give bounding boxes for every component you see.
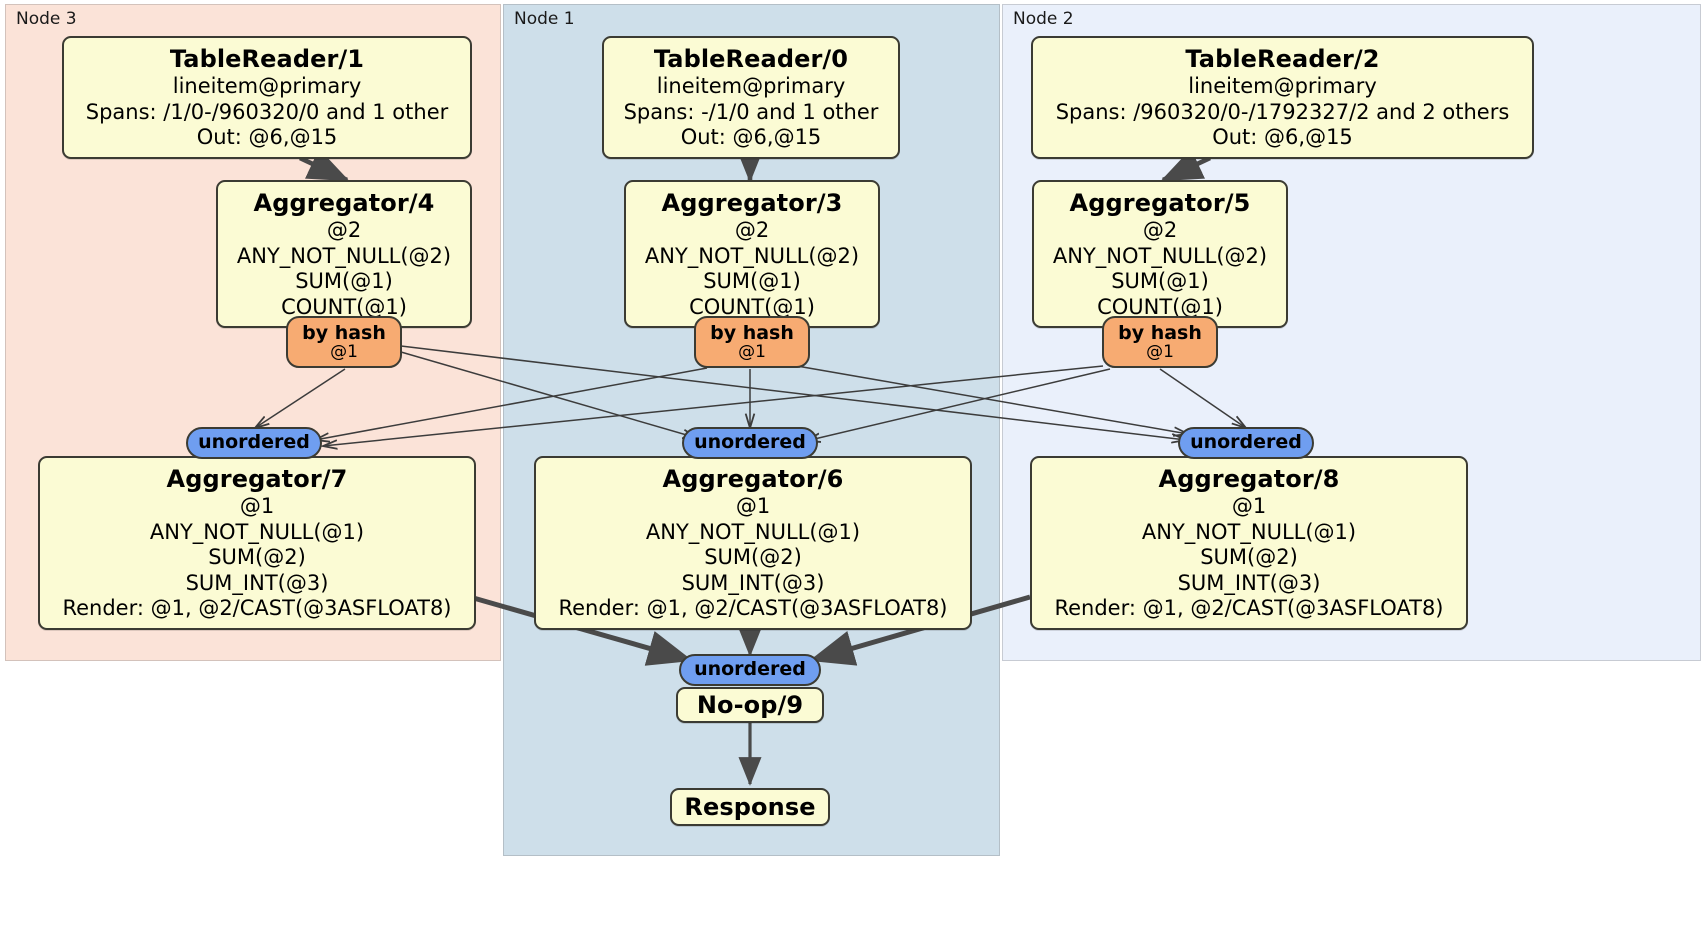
synchronizer-title: unordered bbox=[694, 431, 806, 454]
processor-detail-line: ANY_NOT_NULL(@2) bbox=[644, 243, 860, 268]
processor-table-reader-1[interactable]: TableReader/1 lineitem@primary Spans: /1… bbox=[62, 36, 472, 159]
router-title: by hash bbox=[710, 322, 794, 345]
processor-aggregator-5[interactable]: Aggregator/5 @2 ANY_NOT_NULL(@2) SUM(@1)… bbox=[1032, 180, 1288, 328]
processor-detail-line: COUNT(@1) bbox=[281, 294, 407, 319]
processor-detail-line: @1 bbox=[239, 494, 275, 518]
processor-title: Aggregator/8 bbox=[1158, 465, 1340, 493]
processor-detail-line: ANY_NOT_NULL(@2) bbox=[1052, 243, 1268, 268]
processor-detail-line: Render: @1, @2/CAST(@3ASFLOAT8) bbox=[62, 596, 452, 620]
processor-detail-line: @1 bbox=[1231, 494, 1267, 518]
processor-detail-line: SUM(@1) bbox=[295, 269, 393, 293]
router-by-hash-aggregator-5[interactable]: by hash @1 bbox=[1102, 316, 1218, 368]
processor-detail-line: ANY_NOT_NULL(@2) bbox=[236, 243, 452, 268]
processor-detail-line: lineitem@primary bbox=[656, 74, 846, 98]
processor-title: Aggregator/3 bbox=[661, 189, 843, 217]
processor-detail-line: SUM(@2) bbox=[208, 545, 306, 569]
processor-no-op-9[interactable]: No-op/9 bbox=[676, 687, 824, 723]
processor-detail-line: SUM_INT(@3) bbox=[1177, 570, 1321, 595]
router-subtitle: @1 bbox=[1146, 341, 1174, 362]
processor-detail-line: SUM(@1) bbox=[1111, 269, 1209, 293]
processor-title: TableReader/1 bbox=[169, 45, 365, 73]
processor-title: Aggregator/7 bbox=[166, 465, 348, 493]
processor-aggregator-6[interactable]: Aggregator/6 @1 ANY_NOT_NULL(@1) SUM(@2)… bbox=[534, 456, 972, 630]
processor-title: Response bbox=[684, 793, 816, 821]
processor-detail-line: @2 bbox=[734, 218, 770, 242]
synchronizer-unordered-final[interactable]: unordered bbox=[679, 654, 821, 686]
processor-detail-line: @2 bbox=[326, 218, 362, 242]
processor-detail-line: SUM(@2) bbox=[704, 545, 802, 569]
router-title: by hash bbox=[302, 322, 386, 345]
processor-detail-line: COUNT(@1) bbox=[689, 294, 815, 319]
processor-detail-line: Out: @6,@15 bbox=[680, 125, 822, 149]
synchronizer-title: unordered bbox=[198, 431, 310, 454]
processor-detail-line: ANY_NOT_NULL(@1) bbox=[645, 519, 861, 544]
processor-detail-line: lineitem@primary bbox=[1188, 74, 1377, 98]
processor-detail-line: SUM(@2) bbox=[1200, 545, 1298, 569]
processor-title: TableReader/0 bbox=[653, 45, 849, 73]
processor-table-reader-2[interactable]: TableReader/2 lineitem@primary Spans: /9… bbox=[1031, 36, 1534, 159]
processor-detail-line: Render: @1, @2/CAST(@3ASFLOAT8) bbox=[1054, 596, 1444, 620]
processor-aggregator-7[interactable]: Aggregator/7 @1 ANY_NOT_NULL(@1) SUM(@2)… bbox=[38, 456, 476, 630]
processor-title: Aggregator/5 bbox=[1069, 189, 1251, 217]
processor-detail-line: Spans: /1/0-/960320/0 and 1 other bbox=[85, 99, 449, 124]
node-label-node-3: Node 3 bbox=[16, 9, 77, 29]
processor-detail-line: ANY_NOT_NULL(@1) bbox=[149, 519, 365, 544]
synchronizer-unordered-aggregator-6[interactable]: unordered bbox=[682, 427, 818, 459]
processor-detail-line: SUM_INT(@3) bbox=[681, 570, 825, 595]
router-subtitle: @1 bbox=[738, 341, 766, 362]
processor-detail-line: COUNT(@1) bbox=[1097, 294, 1223, 319]
processor-title: TableReader/2 bbox=[1185, 45, 1380, 73]
processor-detail-line: Out: @6,@15 bbox=[196, 125, 338, 149]
synchronizer-unordered-aggregator-7[interactable]: unordered bbox=[186, 427, 322, 459]
synchronizer-title: unordered bbox=[1190, 431, 1302, 454]
synchronizer-title: unordered bbox=[694, 658, 806, 681]
processor-detail-line: Spans: -/1/0 and 1 other bbox=[623, 99, 879, 124]
processor-detail-line: SUM_INT(@3) bbox=[185, 570, 329, 595]
processor-title: No-op/9 bbox=[696, 691, 804, 719]
processor-detail-line: Out: @6,@15 bbox=[1212, 125, 1353, 149]
synchronizer-unordered-aggregator-8[interactable]: unordered bbox=[1178, 427, 1314, 459]
processor-response[interactable]: Response bbox=[670, 788, 830, 826]
processor-table-reader-0[interactable]: TableReader/0 lineitem@primary Spans: -/… bbox=[602, 36, 900, 159]
router-title: by hash bbox=[1118, 322, 1202, 345]
processor-aggregator-3[interactable]: Aggregator/3 @2 ANY_NOT_NULL(@2) SUM(@1)… bbox=[624, 180, 880, 328]
processor-detail-line: Render: @1, @2/CAST(@3ASFLOAT8) bbox=[558, 596, 948, 620]
node-label-node-1: Node 1 bbox=[514, 9, 575, 29]
processor-title: Aggregator/6 bbox=[662, 465, 844, 493]
processor-aggregator-4[interactable]: Aggregator/4 @2 ANY_NOT_NULL(@2) SUM(@1)… bbox=[216, 180, 472, 328]
processor-detail-line: ANY_NOT_NULL(@1) bbox=[1141, 519, 1357, 544]
processor-detail-line: lineitem@primary bbox=[172, 74, 362, 98]
processor-detail-line: SUM(@1) bbox=[703, 269, 801, 293]
processor-detail-line: @1 bbox=[735, 494, 771, 518]
processor-title: Aggregator/4 bbox=[253, 189, 435, 217]
router-by-hash-aggregator-4[interactable]: by hash @1 bbox=[286, 316, 402, 368]
processor-detail-line: Spans: /960320/0-/1792327/2 and 2 others bbox=[1055, 99, 1510, 124]
node-label-node-2: Node 2 bbox=[1013, 9, 1074, 29]
processor-aggregator-8[interactable]: Aggregator/8 @1 ANY_NOT_NULL(@1) SUM(@2)… bbox=[1030, 456, 1468, 630]
processor-detail-line: @2 bbox=[1142, 218, 1178, 242]
router-subtitle: @1 bbox=[330, 341, 358, 362]
router-by-hash-aggregator-3[interactable]: by hash @1 bbox=[694, 316, 810, 368]
